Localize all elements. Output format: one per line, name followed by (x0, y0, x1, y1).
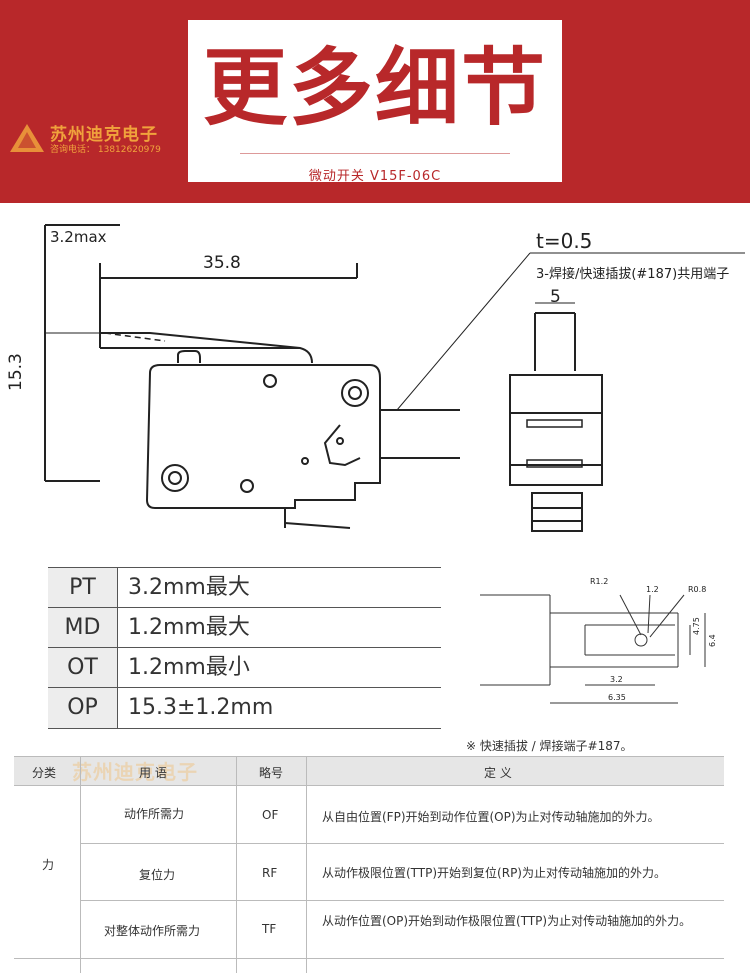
dimension-15-3: 15.3 (6, 353, 26, 391)
term-of: 动作所需力 (124, 807, 185, 821)
column-divider (80, 756, 81, 786)
dimension-3-2max: 3.2max (50, 228, 107, 246)
spec-value: 1.2mm最大 (128, 615, 250, 640)
definition-tf: 从动作位置(OP)开始到动作极限位置(TTP)为止对传动轴施加的外力。 (322, 914, 692, 928)
logo-name: 苏州迪克电子 (50, 125, 158, 145)
dimension-thickness: t=0.5 (536, 229, 593, 253)
terminal-type-label: 3-焊接/快速插拔(#187)共用端子 (536, 267, 730, 282)
header-term: 用 语 (139, 766, 167, 780)
definition-of: 从自由位置(FP)开始到动作位置(OP)为止对传动轴施加的外力。 (322, 810, 660, 824)
spec-row-ot: OT 1.2mm最小 (48, 647, 441, 688)
column-divider (80, 786, 81, 973)
term-rf: 复位力 (139, 868, 176, 882)
company-logo: 苏州迪克电子 咨询电话： 13812620979 (8, 120, 188, 160)
symbol-rf: RF (262, 866, 278, 880)
title-card: 更多细节 微动开关 V15F-06C (188, 20, 562, 184)
detail-w1-2: 1.2 (646, 585, 659, 594)
dimension-35-8: 35.8 (203, 253, 241, 273)
row-divider (80, 843, 724, 844)
term-tf: 对整体动作所需力 (104, 924, 201, 938)
definition-table: 苏州迪克电子 分类 用 语 略号 定 义 力 动作所需力 OF 从自由位置(FP… (14, 756, 724, 973)
spec-row-op: OP 15.3±1.2mm (48, 687, 441, 728)
detail-r0-8: R0.8 (688, 585, 707, 594)
definition-table-header (14, 756, 724, 786)
logo-triangle-icon (10, 124, 44, 152)
header-category: 分类 (32, 766, 57, 780)
product-model: 微动开关 V15F-06C (308, 169, 442, 184)
title-divider (240, 153, 510, 154)
terminal-detail-drawing: R1.2 1.2 R0.8 4.75 6.4 3.2 6.35 (470, 575, 750, 735)
page-title: 更多细节 (202, 39, 547, 137)
dimension-5: 5 (550, 287, 561, 307)
row-divider (14, 958, 724, 959)
header-banner: 苏州迪克电子 咨询电话： 13812620979 更多细节 微动开关 V15F-… (0, 0, 750, 203)
watermark-logo: 苏州迪克电子 (72, 760, 198, 784)
column-divider (236, 756, 237, 973)
spec-row-md: MD 1.2mm最大 (48, 607, 441, 648)
spec-table-bottom-rule (48, 728, 441, 729)
symbol-of: OF (262, 808, 279, 822)
spec-value: 3.2mm最大 (128, 575, 250, 600)
spec-key: OT (48, 648, 118, 688)
detail-l3-2: 3.2 (610, 675, 623, 684)
header-definition: 定 义 (484, 766, 512, 780)
logo-phone: 咨询电话： 13812620979 (50, 145, 161, 155)
row-divider (80, 900, 724, 901)
switch-outline-drawing (44, 224, 745, 532)
spec-value: 1.2mm最小 (128, 655, 250, 680)
category-force: 力 (42, 858, 55, 872)
spec-key: MD (48, 608, 118, 648)
terminal-detail-outline (480, 594, 706, 704)
detail-h6-4: 6.4 (708, 634, 717, 647)
technical-drawing: 3.2max 35.8 15.3 t=0.5 3-焊接/快速插拔(#187)共用… (0, 203, 750, 563)
header-symbol: 略号 (259, 766, 284, 780)
spec-key: PT (48, 568, 118, 608)
detail-l6-35: 6.35 (608, 693, 626, 702)
detail-h4-75: 4.75 (692, 617, 701, 635)
column-divider (306, 756, 307, 973)
detail-r1-2: R1.2 (590, 577, 609, 586)
definition-rf: 从动作极限位置(TTP)开始到复位(RP)为止对传动轴施加的外力。 (322, 866, 666, 880)
spec-value: 15.3±1.2mm (128, 695, 274, 720)
spec-key: OP (48, 688, 118, 728)
spec-row-pt: PT 3.2mm最大 (48, 567, 441, 608)
symbol-tf: TF (262, 922, 277, 936)
terminal-note: ※ 快速插拔 / 焊接端子#187。 (466, 739, 633, 753)
